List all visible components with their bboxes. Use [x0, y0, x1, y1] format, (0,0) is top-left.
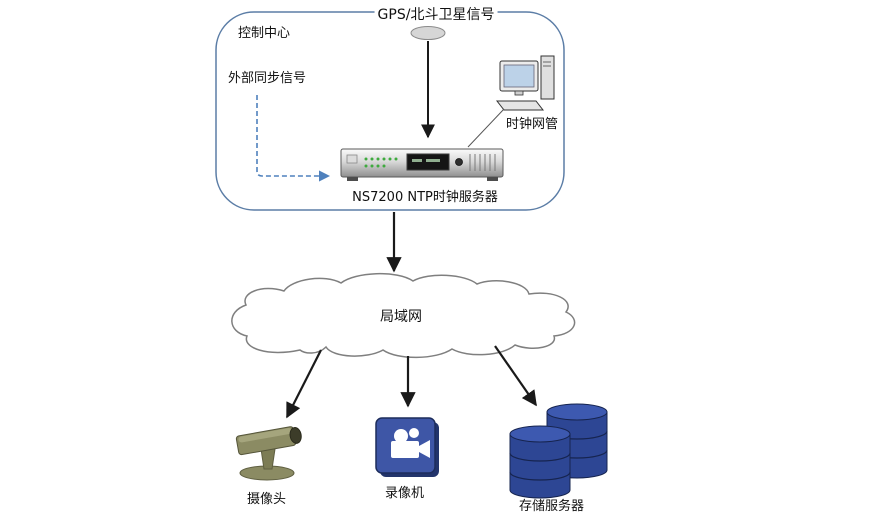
lan-cloud-shape [231, 272, 576, 359]
lan-label: 局域网 [380, 309, 422, 325]
storage-icon [509, 403, 608, 499]
recorder-icon [375, 417, 439, 477]
ntp-server-icon [340, 148, 504, 181]
camera-stand [260, 448, 276, 470]
control-center-label: 控制中心 [238, 26, 291, 41]
storage-column-front [509, 425, 571, 499]
lan-to-camera-arrow [286, 349, 322, 419]
gps-antenna-icon [410, 26, 446, 40]
gps-signal-label: GPS/北斗卫星信号 [374, 7, 498, 25]
camera-icon [235, 426, 302, 481]
server-knob [455, 158, 463, 166]
camera-label: 摄像头 [247, 492, 287, 507]
recorder-label: 录像机 [385, 486, 425, 501]
ntp-server-label: NS7200 NTP时钟服务器 [352, 190, 498, 205]
server-vents [469, 154, 496, 171]
workstation-keyboard [495, 100, 545, 111]
external-sync-arrow [256, 95, 331, 182]
workstation-icon [495, 55, 555, 111]
camera-lens [289, 427, 302, 444]
storage-label: 存储服务器 [519, 499, 585, 514]
camcorder-glyph [391, 428, 430, 458]
workstation-screen [503, 64, 535, 88]
server-leds [364, 157, 398, 168]
workstation-tower [540, 55, 555, 100]
lan-to-storage-arrow [494, 345, 537, 407]
external-sync-label: 外部同步信号 [228, 71, 307, 86]
workstation-connector-line [467, 108, 505, 148]
clock-management-label: 时钟网管 [506, 117, 559, 132]
